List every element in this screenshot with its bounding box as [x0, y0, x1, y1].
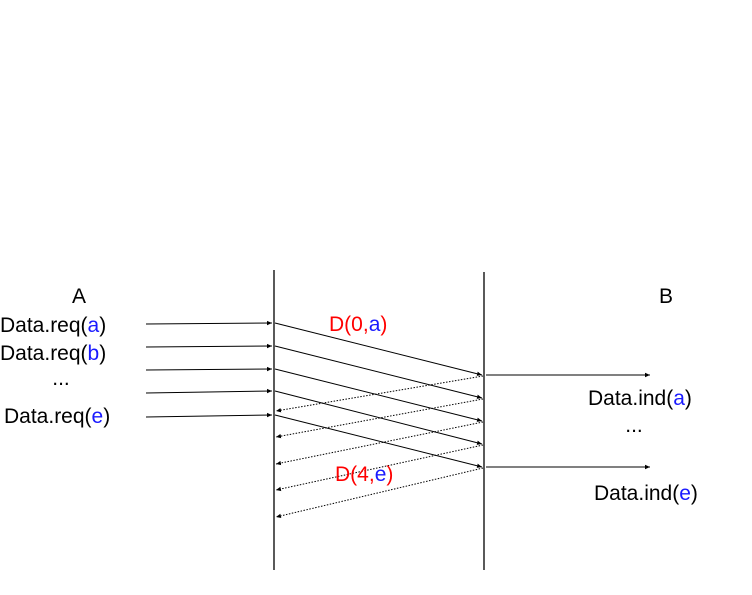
- frame-label-d4e: D(4,e): [335, 463, 393, 486]
- request-arrow: [145, 388, 273, 394]
- data-frame-arrow: [274, 322, 483, 376]
- indication-ellipsis: ...: [625, 414, 643, 437]
- indication-label-e: Data.ind(e): [594, 482, 698, 505]
- entity-a-label: A: [72, 285, 86, 308]
- indication-label-a: Data.ind(a): [588, 387, 692, 410]
- entity-b-label: B: [659, 285, 673, 308]
- request-label-e: Data.req(e): [4, 405, 110, 428]
- request-label-b: Data.req(b): [0, 342, 106, 365]
- ack-arrow: [275, 398, 484, 439]
- request-arrow: [145, 366, 273, 372]
- data-frame-arrow: [274, 390, 483, 445]
- ack-arrow: [275, 375, 484, 413]
- request-label-a: Data.req(a): [0, 314, 106, 337]
- ack-arrow: [275, 444, 484, 492]
- ack-arrow: [275, 421, 484, 466]
- request-ellipsis: ...: [52, 367, 70, 390]
- request-arrow: [145, 412, 273, 418]
- data-frame-arrow: [274, 345, 483, 399]
- data-frame-arrow: [274, 368, 483, 422]
- request-arrow: [145, 320, 273, 326]
- frame-label-d0a: D(0,a): [329, 313, 387, 336]
- data-frame-arrow: [274, 414, 483, 468]
- ack-arrow: [275, 467, 484, 518]
- request-arrow: [145, 343, 273, 349]
